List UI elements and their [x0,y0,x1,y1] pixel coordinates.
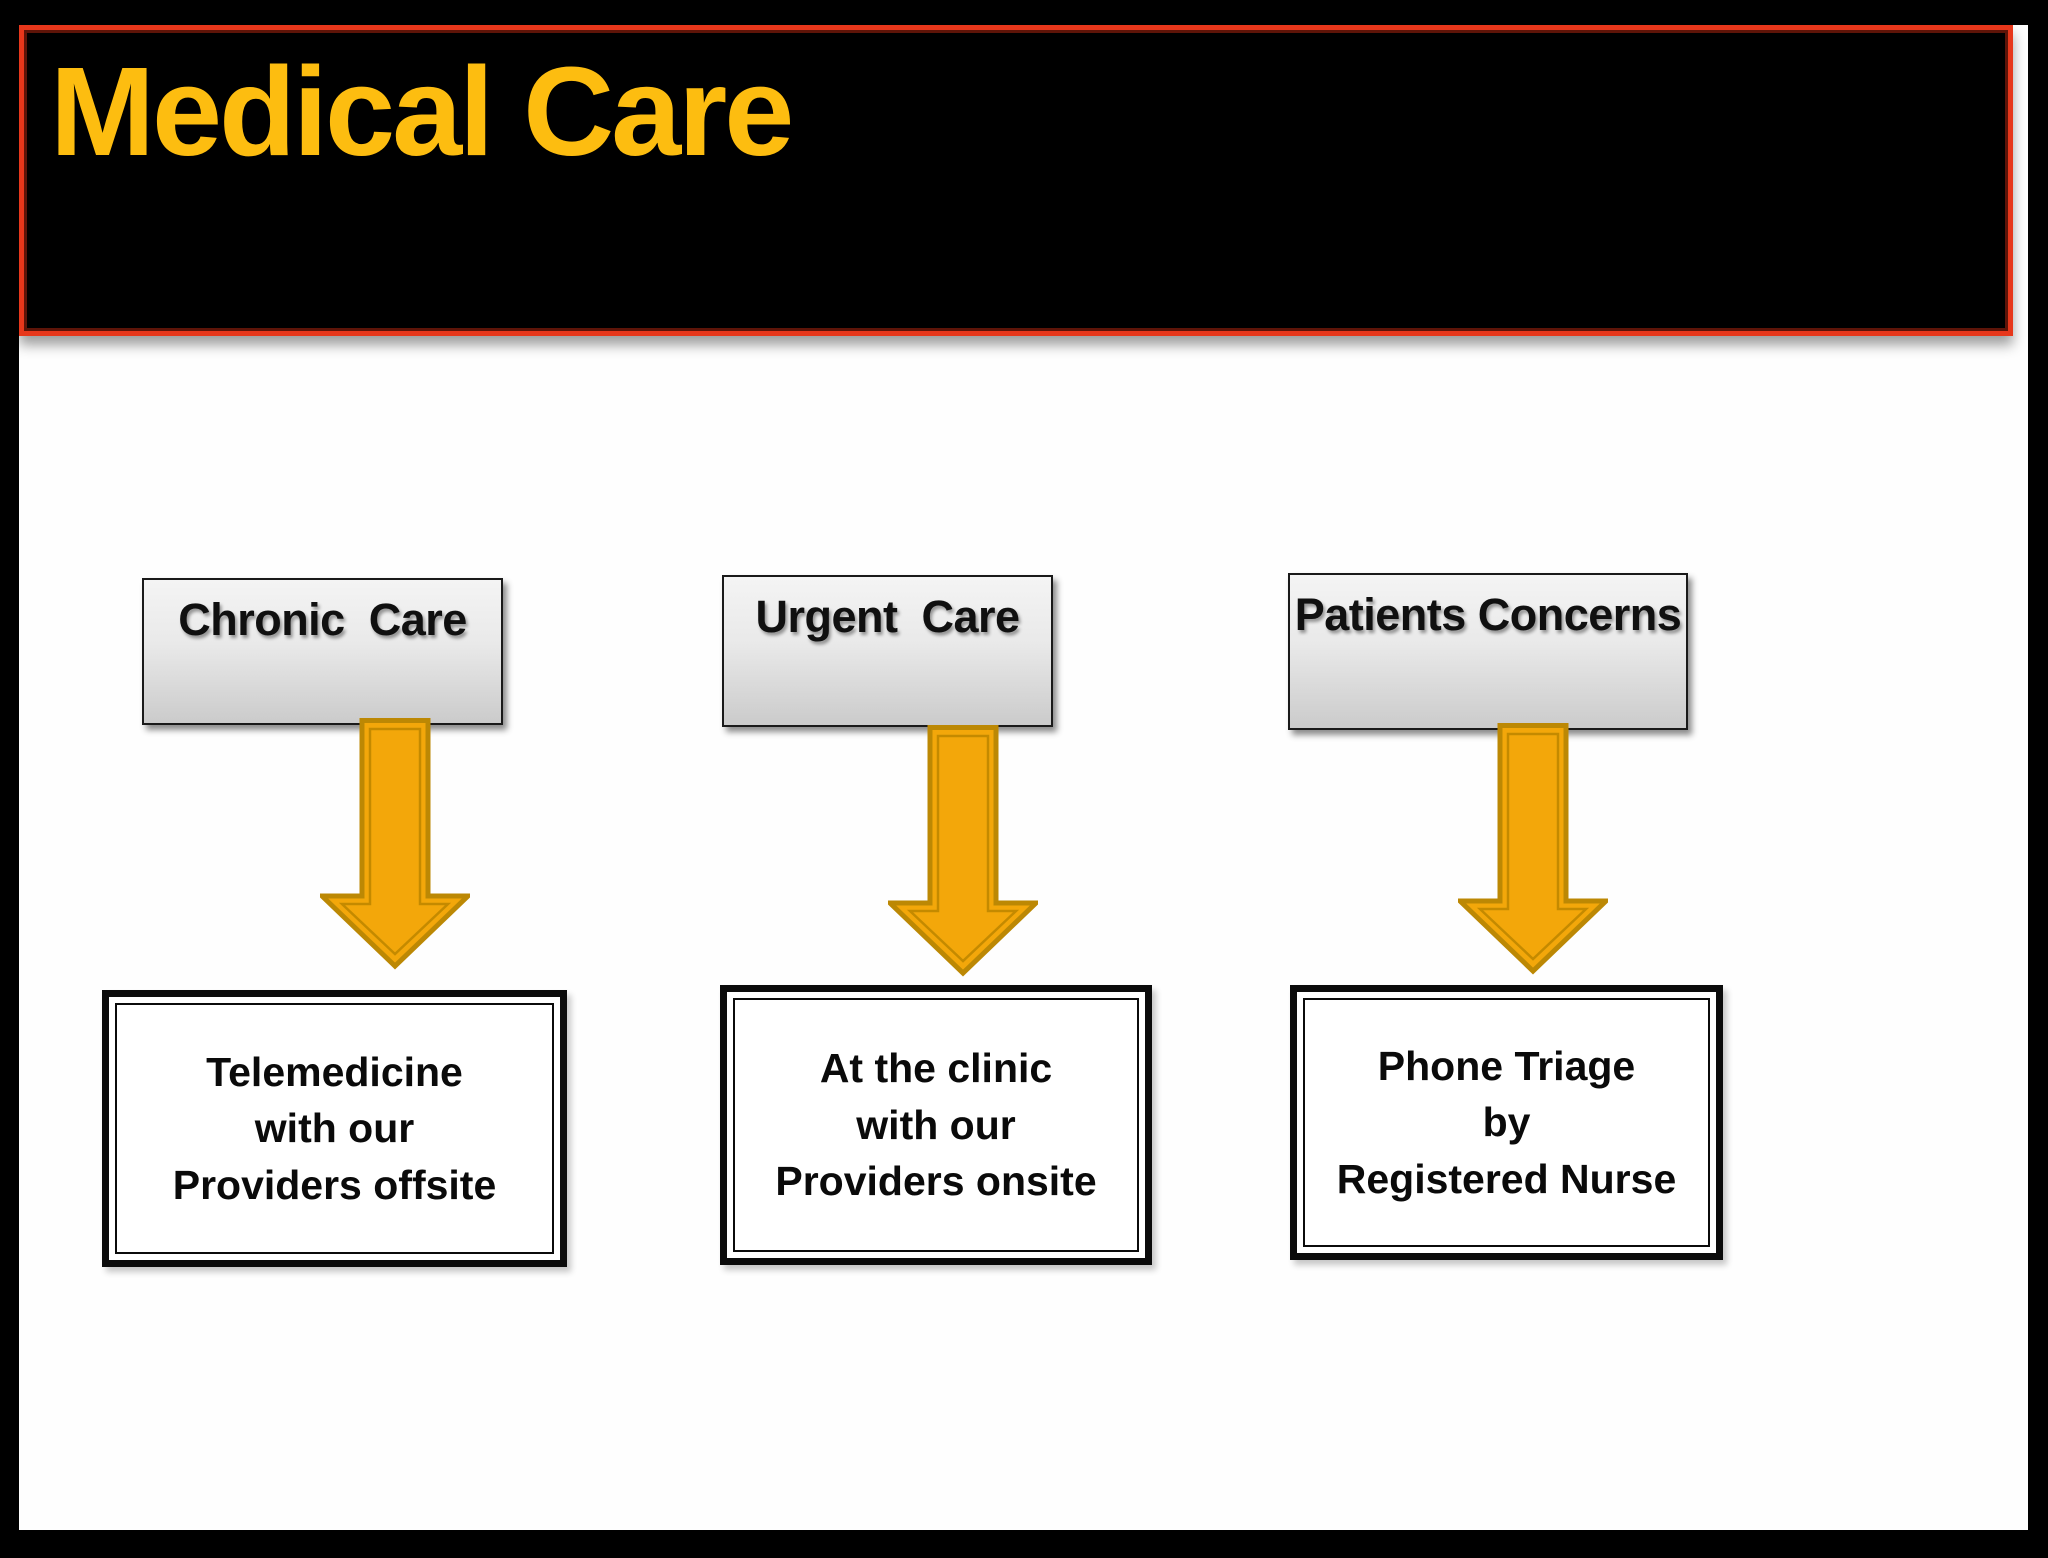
category-label: Urgent Care [755,591,1020,642]
detail-line: by [1482,1099,1531,1146]
detail-line: with our [254,1105,415,1152]
detail-box-phone-triage: Phone Triage by Registered Nurse [1290,985,1723,1260]
detail-box-at-the-clinic: At the clinic with our Providers onsite [720,985,1152,1265]
down-arrow-icon [888,725,1038,977]
detail-line: Telemedicine [206,1048,463,1095]
detail-line: with our [856,1101,1016,1148]
category-box-urgent-care: Urgent Care [722,575,1053,727]
title-banner: Medical Care [19,25,2013,336]
detail-box-telemedicine: Telemedicine with our Providers offsite [102,990,567,1267]
down-arrow-icon [320,718,470,970]
slide-title: Medical Care [50,41,794,182]
category-box-chronic-care: Chronic Care [142,578,503,725]
down-arrow-icon [1458,723,1608,975]
category-box-patients-concerns: Patients Concerns [1288,573,1688,730]
category-label: Patients Concerns [1294,589,1682,640]
slide: Medical Care Chronic Care Telemedicine w… [19,25,2028,1530]
category-label: Chronic Care [178,594,467,645]
detail-line: Phone Triage [1377,1042,1636,1089]
detail-line: Providers onsite [775,1158,1097,1205]
detail-line: At the clinic [819,1045,1053,1092]
detail-line: Registered Nurse [1336,1155,1677,1202]
detail-line: Providers offsite [172,1161,497,1208]
